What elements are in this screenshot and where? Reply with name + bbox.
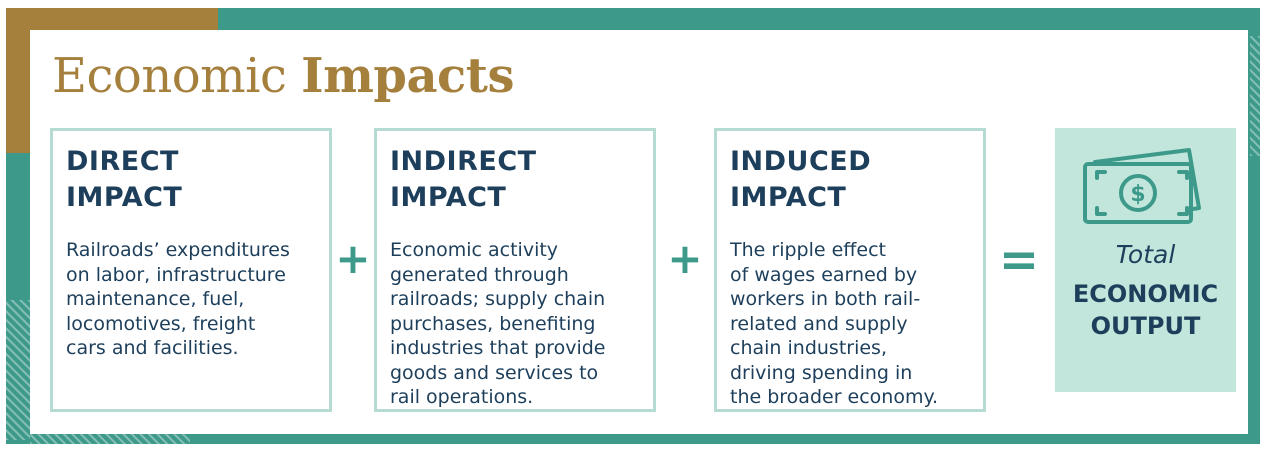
hatch-pattern-bottom-left bbox=[6, 300, 30, 440]
indirect-impact-heading: INDIRECT IMPACT bbox=[390, 146, 537, 213]
total-label: Total bbox=[1115, 240, 1176, 269]
economic-output-label: ECONOMIC OUTPUT bbox=[1072, 280, 1219, 340]
direct-impact-heading: DIRECT IMPACT bbox=[66, 146, 183, 213]
direct-impact-box: DIRECT IMPACT Railroads’ expenditures on… bbox=[50, 128, 332, 412]
total-economic-output-box: $ Total ECONOMIC OUTPUT bbox=[1055, 128, 1236, 392]
plus-sign-1: + bbox=[335, 234, 371, 283]
indirect-impact-box: INDIRECT IMPACT Economic activity genera… bbox=[374, 128, 656, 412]
page-title: Economic Impacts bbox=[52, 40, 514, 112]
money-bill-dollar-icon: $ bbox=[1083, 148, 1201, 224]
direct-impact-description: Railroads’ expenditures on labor, infras… bbox=[66, 239, 290, 359]
svg-text:$: $ bbox=[1130, 182, 1145, 207]
hatch-pattern-bottom bbox=[30, 434, 190, 444]
induced-impact-description: The ripple effect of wages earned by wor… bbox=[730, 239, 939, 408]
hatch-pattern-top-right bbox=[1250, 36, 1260, 156]
induced-impact-box: INDUCED IMPACT The ripple effect of wage… bbox=[714, 128, 986, 412]
title-strong: Impacts bbox=[301, 48, 514, 104]
title-light: Economic bbox=[52, 48, 302, 104]
indirect-impact-description: Economic activity generated through rail… bbox=[390, 239, 606, 408]
plus-sign-2: + bbox=[667, 234, 703, 283]
equals-sign: = bbox=[998, 232, 1040, 288]
induced-impact-heading: INDUCED IMPACT bbox=[730, 146, 872, 213]
